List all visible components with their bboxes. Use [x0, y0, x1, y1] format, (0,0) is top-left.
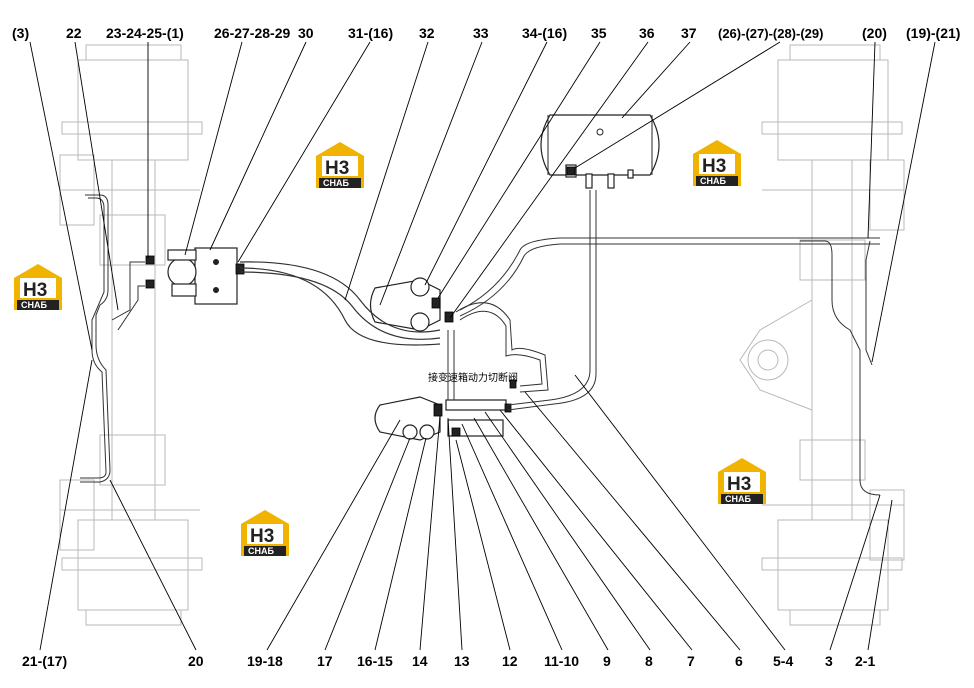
watermark-text: CHAБ — [725, 494, 751, 504]
watermark-text: CHAБ — [323, 178, 349, 188]
callout-bottom-12: 7 — [687, 653, 695, 669]
lower-brake-chamber — [374, 379, 517, 441]
top-callouts: (3) 22 23-24-25-(1) 26-27-28-29 30 31-(1… — [12, 25, 960, 41]
callout-top-2: 22 — [66, 25, 82, 41]
callout-top-3: 23-24-25-(1) — [106, 25, 184, 41]
watermark-logo-3: H3 CHAБ — [14, 264, 62, 310]
front-axle — [59, 44, 203, 626]
callout-bottom-2: 20 — [188, 653, 204, 669]
air-tank — [540, 114, 660, 189]
callout-bottom-5: 16-15 — [357, 653, 393, 669]
callout-bottom-7: 13 — [454, 653, 470, 669]
watermark-letters: H3 — [727, 474, 751, 495]
callout-top-15: (19)-(21) — [906, 25, 960, 41]
brake-booster — [145, 247, 245, 305]
watermark-text: CHAБ — [248, 546, 274, 556]
callout-bottom-3: 19-18 — [247, 653, 283, 669]
valve-label: 接变速箱动力切断阀 — [428, 371, 518, 384]
callout-top-11: 36 — [639, 25, 655, 41]
callout-bottom-16: 2-1 — [855, 653, 875, 669]
watermark-letters: H3 — [702, 156, 726, 177]
bottom-leaders — [39, 359, 893, 651]
callout-top-13: (26)-(27)-(28)-(29) — [718, 26, 823, 41]
callout-bottom-8: 12 — [502, 653, 518, 669]
callout-top-6: 31-(16) — [348, 25, 393, 41]
watermark-letters: H3 — [23, 280, 47, 301]
callout-top-14: (20) — [862, 25, 887, 41]
upper-brake-chamber — [369, 277, 454, 332]
callout-top-1: (3) — [12, 25, 29, 41]
callout-top-7: 32 — [419, 25, 435, 41]
callout-top-12: 37 — [681, 25, 697, 41]
callout-bottom-6: 14 — [412, 653, 428, 669]
watermark-text: CHAБ — [21, 300, 47, 310]
callout-bottom-4: 17 — [317, 653, 333, 669]
callout-top-5: 30 — [298, 25, 314, 41]
bottom-callouts: 21-(17) 20 19-18 17 16-15 14 13 12 11-10… — [22, 653, 875, 669]
watermark-letters: H3 — [250, 526, 274, 547]
watermark-text: CHAБ — [700, 176, 726, 186]
callout-top-9: 34-(16) — [522, 25, 567, 41]
watermark-logo-5: H3 CHAБ — [241, 510, 289, 556]
callout-bottom-10: 9 — [603, 653, 611, 669]
callout-top-10: 35 — [591, 25, 607, 41]
callout-top-4: 26-27-28-29 — [214, 25, 290, 41]
top-leaders — [29, 41, 936, 363]
watermark-logo-1: H3 CHAБ — [316, 142, 364, 188]
piping — [80, 190, 881, 496]
callout-bottom-14: 5-4 — [773, 653, 793, 669]
watermark-logo-4: H3 CHAБ — [718, 458, 766, 504]
callout-bottom-11: 8 — [645, 653, 653, 669]
watermark-letters: H3 — [325, 158, 349, 179]
callout-top-8: 33 — [473, 25, 489, 41]
watermark-logo-2: H3 CHAБ — [693, 140, 741, 186]
callout-bottom-9: 11-10 — [544, 653, 579, 669]
callout-bottom-1: 21-(17) — [22, 653, 67, 669]
rear-axle — [739, 44, 905, 626]
callout-bottom-13: 6 — [735, 653, 743, 669]
callout-bottom-15: 3 — [825, 653, 833, 669]
